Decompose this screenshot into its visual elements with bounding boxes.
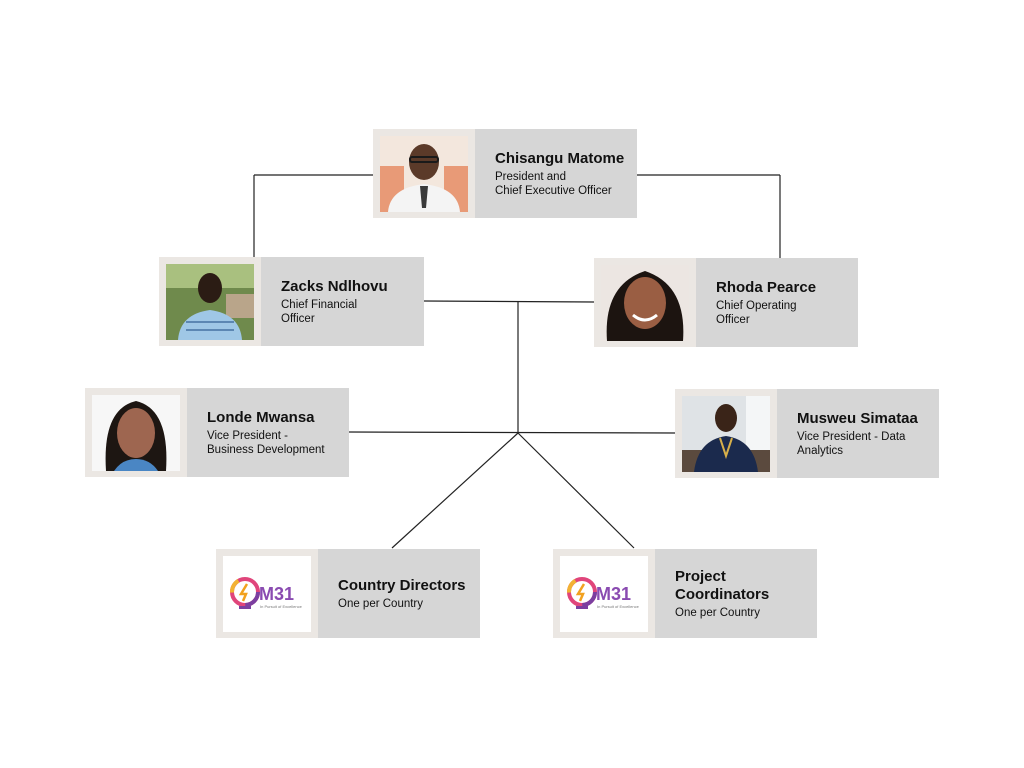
info-project-coordinators: Project Coordinators One per Country xyxy=(655,568,779,620)
title-project-coordinators: One per Country xyxy=(675,606,761,619)
photo-frame: M31 In Pursuit of Excellence xyxy=(216,549,318,638)
info-country-directors: Country Directors One per Country xyxy=(318,577,476,611)
photo-frame: M31 In Pursuit of Excellence xyxy=(553,549,655,638)
photo-frame xyxy=(373,129,475,218)
info-coo: Rhoda Pearce Chief Operating Officer xyxy=(696,279,826,327)
info-vp-business-development: Londe Mwansa Vice President - Business D… xyxy=(187,409,335,457)
cfo-coo-bar xyxy=(423,300,595,303)
photo-frame xyxy=(159,257,261,346)
name-cfo: Zacks Ndlhovu xyxy=(281,277,388,295)
photo-frame xyxy=(675,389,777,478)
info-ceo: Chisangu Matome President and Chief Exec… xyxy=(475,150,634,198)
title-vp-data-analytics: Vice President - Data Analytics xyxy=(797,430,906,457)
logo-text: M31 xyxy=(596,584,631,604)
logo-text: M31 xyxy=(259,584,294,604)
title-ceo: President and Chief Executive Officer xyxy=(495,170,612,197)
photo-cfo xyxy=(166,263,254,340)
branch-to-project-coordinators xyxy=(517,432,635,549)
photo-coo xyxy=(601,264,689,341)
name-country-directors: Country Directors xyxy=(338,576,466,594)
name-project-coordinators: Project Coordinators xyxy=(675,567,770,603)
m31-logo-icon: M31 In Pursuit of Excellence xyxy=(223,555,311,632)
logo-tagline: In Pursuit of Excellence xyxy=(597,604,640,609)
photo-frame xyxy=(594,258,696,347)
card-cfo: Zacks Ndlhovu Chief Financial Officer xyxy=(159,257,424,346)
title-vp-business-development: Vice President - Business Development xyxy=(207,429,325,456)
title-country-directors: One per Country xyxy=(338,597,424,610)
vp-bar xyxy=(348,431,677,434)
m31-logo-icon: M31 In Pursuit of Excellence xyxy=(560,555,648,632)
info-cfo: Zacks Ndlhovu Chief Financial Officer xyxy=(261,278,398,326)
card-coo: Rhoda Pearce Chief Operating Officer xyxy=(594,258,858,347)
name-vp-business-development: Londe Mwansa xyxy=(207,408,315,426)
logo-tagline: In Pursuit of Excellence xyxy=(260,604,303,609)
title-cfo: Chief Financial Officer xyxy=(281,298,358,325)
photo-vp-data-analytics xyxy=(682,395,770,472)
info-vp-data-analytics: Musweu Simataa Vice President - Data Ana… xyxy=(777,410,928,458)
title-coo: Chief Operating Officer xyxy=(716,299,797,326)
name-coo: Rhoda Pearce xyxy=(716,278,817,296)
photo-vp-business-development xyxy=(92,394,180,471)
name-ceo: Chisangu Matome xyxy=(495,149,625,167)
card-vp-data-analytics: Musweu Simataa Vice President - Data Ana… xyxy=(675,389,939,478)
card-ceo: Chisangu Matome President and Chief Exec… xyxy=(373,129,637,218)
card-country-directors: M31 In Pursuit of Excellence Country Dir… xyxy=(216,549,480,638)
photo-frame xyxy=(85,388,187,477)
card-project-coordinators: M31 In Pursuit of Excellence Project Coo… xyxy=(553,549,817,638)
name-vp-data-analytics: Musweu Simataa xyxy=(797,409,918,427)
photo-ceo xyxy=(380,135,468,212)
card-vp-business-development: Londe Mwansa Vice President - Business D… xyxy=(85,388,349,477)
branch-to-country-directors xyxy=(391,432,519,549)
